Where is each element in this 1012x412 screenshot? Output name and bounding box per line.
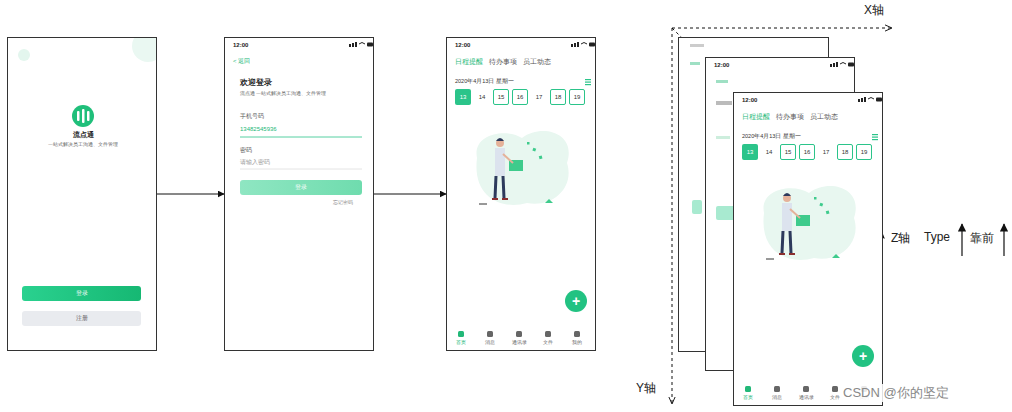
label-text: 13 <box>460 94 467 101</box>
label-text: 密码 <box>240 147 252 153</box>
up-arrows <box>962 224 1004 256</box>
label-text: 欢迎登录 <box>240 79 272 88</box>
label-text: 14 <box>479 94 486 101</box>
label-text: 日程提醒 <box>742 113 770 121</box>
date-cell: 14 <box>761 144 777 160</box>
watermark: CSDN @你的坚定 <box>843 384 949 402</box>
flow-arrow <box>157 194 224 195</box>
phone-screen: 登录注册 流点通一站式解决员工沟通、文件管理 <box>7 37 157 351</box>
label-text: 登录 <box>295 184 307 191</box>
add-button: + <box>852 345 874 367</box>
label-text: 文件 <box>830 395 840 401</box>
button: 登录 <box>22 286 141 301</box>
label-text: 16 <box>517 94 524 101</box>
y-axis <box>672 28 673 404</box>
label-text: 待办事项 <box>489 58 517 66</box>
phone-screen: 登录 12:00 < 返回欢迎登录流点通 一站式解决员工沟通、文件管理手机号码 134… <box>224 37 374 351</box>
label-text: 19 <box>861 149 868 156</box>
screen-art <box>8 38 156 350</box>
label-text: 忘记密码 <box>333 200 353 206</box>
label-text: 手机号码 <box>240 113 264 119</box>
label-text: 一站式解决员工沟通、文件管理 <box>48 142 118 148</box>
label-text: 14 <box>766 149 773 156</box>
flow-arrow <box>374 194 446 195</box>
label-text: 登录 <box>76 290 88 297</box>
label-text: 消息 <box>485 340 495 346</box>
label-text: 通讯录 <box>512 340 527 346</box>
label-text: 19 <box>574 94 581 101</box>
axis-label: 靠前 <box>970 230 994 247</box>
label-text: + <box>572 293 580 309</box>
label-text: + <box>859 348 867 364</box>
label-text: < 返回 <box>233 58 250 65</box>
label-text: 17 <box>823 149 830 156</box>
date-cell: 16 <box>512 89 528 105</box>
x-axis <box>672 28 892 29</box>
label-text: 18 <box>842 149 849 156</box>
label-text: 通讯录 <box>799 395 814 401</box>
button: 注册 <box>22 311 141 326</box>
label-text: 流点通 <box>73 131 94 138</box>
label-text: 16 <box>804 149 811 156</box>
date-cell: 14 <box>474 89 490 105</box>
label-text: 我的 <box>572 340 582 346</box>
add-button: + <box>565 290 587 312</box>
label-text: 流点通 一站式解决员工沟通、文件管理 <box>240 91 326 97</box>
up-arrow <box>961 224 962 256</box>
phone-screen: 13 14 15 16 17 18 19 +12:00 日程提醒待办事项员工动态 2020年4月1… <box>733 92 883 406</box>
label-text: 日程提醒 <box>455 58 483 66</box>
axis-label: Y轴 <box>636 380 656 397</box>
date-cell: 17 <box>531 89 547 105</box>
date-cell: 18 <box>837 144 853 160</box>
label-text: 2020年4月13日 星期一 <box>742 133 801 139</box>
label-text: 15 <box>785 149 792 156</box>
label-text: 待办事项 <box>776 113 804 121</box>
label-text: 首页 <box>456 340 466 346</box>
label-text: 18 <box>555 94 562 101</box>
label-text: 注册 <box>76 315 88 322</box>
label-text: 2020年4月13日 星期一 <box>455 78 514 84</box>
phone-screen: 13 14 15 16 17 18 19 +12:00 日程提醒待办事项员工动态 2020年4月1… <box>446 37 596 351</box>
axis-label: Z轴 <box>891 230 910 247</box>
date-cell: 16 <box>799 144 815 160</box>
button: 登录 <box>240 180 362 195</box>
label-text: 文件 <box>543 340 553 346</box>
date-cell: 18 <box>550 89 566 105</box>
label-text: 17 <box>536 94 543 101</box>
label-text: 12:00 <box>233 42 248 49</box>
date-cell: 13 <box>742 144 758 160</box>
label-text: 13 <box>747 149 754 156</box>
date-cell: 19 <box>856 144 872 160</box>
label-text: 12:00 <box>455 42 470 49</box>
date-cell: 15 <box>493 89 509 105</box>
label-text: 首页 <box>743 395 753 401</box>
label-text: 12:00 <box>714 62 729 69</box>
date-cell: 13 <box>455 89 471 105</box>
date-cell: 17 <box>818 144 834 160</box>
axis-label: X轴 <box>864 2 884 19</box>
label-text: 15 <box>498 94 505 101</box>
date-cell: 15 <box>780 144 796 160</box>
label-text: 员工动态 <box>810 113 838 121</box>
label-text: 13482545936 <box>240 126 277 133</box>
up-arrow <box>1003 224 1004 256</box>
axis-label: Type <box>924 230 950 244</box>
label-text: 请输入密码 <box>240 159 270 165</box>
label-text: 12:00 <box>742 97 757 104</box>
label-text: 消息 <box>772 395 782 401</box>
date-cell: 19 <box>569 89 585 105</box>
label-text: 员工动态 <box>523 58 551 66</box>
